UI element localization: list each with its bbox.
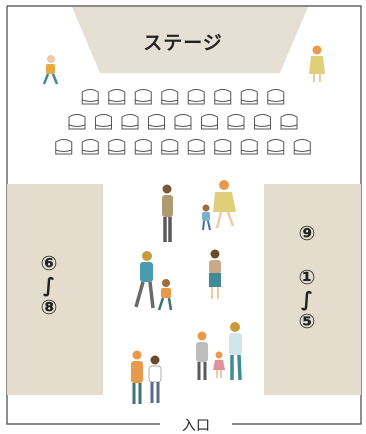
man-figure: [229, 322, 242, 381]
entrance-label: 入口: [160, 419, 232, 433]
woman-figure: [213, 180, 236, 229]
booth-number: ⑧: [40, 295, 58, 319]
chair: [68, 114, 86, 130]
booth-label-6-8: ⑥ ∫ ⑧: [6, 252, 92, 318]
audience-seating: [55, 89, 311, 155]
booth-number: ⑤: [298, 309, 316, 333]
chair: [201, 114, 218, 130]
woman-figure: [209, 249, 221, 299]
chair: [121, 114, 139, 130]
spacer: [264, 244, 350, 266]
booth-label-9-1-5: ⑨ ① ∫ ⑤: [264, 222, 350, 332]
chair: [280, 114, 298, 130]
child-figure: [42, 55, 59, 85]
girl-figure: [309, 45, 325, 82]
booth-number: ⑥: [40, 251, 58, 275]
chair: [240, 89, 258, 105]
chair: [134, 89, 152, 105]
woman-figure: [196, 331, 208, 380]
chair: [187, 139, 205, 155]
chair: [148, 114, 165, 130]
chair: [267, 139, 285, 155]
chair: [240, 139, 258, 155]
chair: [81, 89, 99, 105]
chair: [55, 139, 73, 155]
chair: [293, 139, 311, 155]
child-figure: [202, 204, 211, 231]
range-mark: ∫: [42, 273, 56, 297]
chair: [267, 89, 285, 105]
booth-number: ①: [298, 265, 316, 289]
child-figure: [157, 279, 173, 311]
chair: [95, 114, 112, 130]
booth-number: ⑨: [298, 221, 316, 245]
chair: [161, 139, 179, 155]
chair: [161, 89, 179, 105]
stage-label: ステージ: [143, 32, 223, 54]
chair: [134, 139, 152, 155]
man-figure: [131, 350, 143, 404]
chair: [254, 114, 271, 130]
booth-area-6-8: [7, 184, 103, 395]
child-figure: [213, 351, 225, 378]
chair: [108, 89, 126, 105]
chair: [227, 114, 245, 130]
woman-figure: [148, 355, 162, 403]
chair: [214, 89, 232, 105]
man-figure: [134, 251, 155, 309]
man-figure: [162, 184, 173, 242]
stage-area: [72, 7, 308, 73]
chair: [108, 139, 126, 155]
chair: [187, 89, 205, 105]
chair: [174, 114, 192, 130]
chair: [214, 139, 232, 155]
chair: [81, 139, 99, 155]
range-mark: ∫: [300, 287, 314, 311]
booth-area-1-5-9: [264, 184, 361, 395]
